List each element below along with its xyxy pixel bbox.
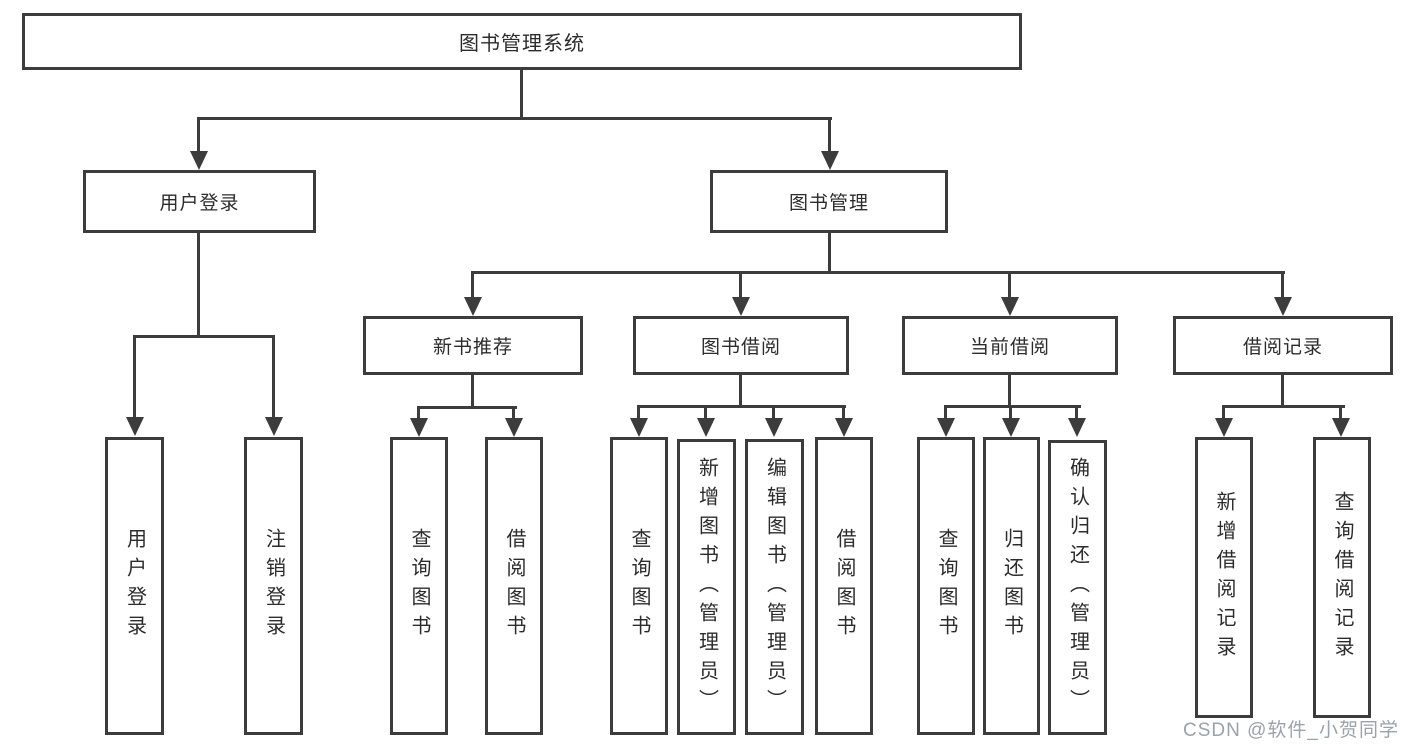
connector-group1-stem: [471, 375, 474, 409]
leaf-return-books: 归还图书: [983, 437, 1040, 735]
arrowhead-down-icon: [937, 418, 955, 437]
leaf-label: 借阅图书: [833, 528, 855, 644]
connector-mgmt-drop: [1008, 271, 1011, 299]
leaf-logout: 注销登录: [244, 437, 303, 735]
arrowhead-down-icon: [732, 297, 750, 316]
connector-group1-drop: [512, 406, 515, 420]
leaf-label: 查询图书: [628, 528, 650, 644]
connector-group4-stem: [1281, 375, 1284, 408]
node-book-management: 图书管理: [710, 170, 948, 233]
arrowhead-down-icon: [464, 297, 482, 316]
leaf-label: 新增图书（管理员）: [695, 456, 718, 718]
connector-root-drop-right: [828, 117, 831, 153]
arrowhead-down-icon: [835, 418, 853, 437]
node-user-login: 用户登录: [83, 170, 316, 233]
arrowhead-down-icon: [1002, 418, 1020, 437]
connector-group4-drop: [1222, 405, 1225, 420]
connector-mgmt-drop: [1281, 271, 1284, 299]
connector-mgmt-stem: [828, 233, 831, 274]
leaf-add-books-admin: 新增图书（管理员）: [677, 439, 736, 735]
connector-root-rail: [197, 117, 832, 120]
node-new-book-recommendation: 新书推荐: [363, 316, 583, 375]
connector-mgmt-rail: [471, 271, 1285, 274]
connector-group2-drop: [637, 405, 640, 420]
connector-group3-drop: [1075, 405, 1078, 420]
arrowhead-down-icon: [765, 418, 783, 437]
connector-root-drop-left: [197, 117, 200, 153]
leaf-label: 借阅图书: [503, 528, 525, 644]
connector-group1-rail: [417, 406, 517, 409]
connector-group3-rail: [944, 405, 1081, 408]
watermark: CSDN @软件_小贺同学: [1183, 720, 1399, 741]
leaf-label: 确认归还（管理员）: [1066, 457, 1089, 718]
connector-group2-drop: [842, 405, 845, 420]
connector-group3-drop: [1009, 405, 1012, 420]
node-borrowing-records: 借阅记录: [1173, 316, 1393, 375]
leaf-label: 查询图书: [408, 528, 430, 644]
connector-group4-drop: [1339, 405, 1342, 420]
leaf-query-borrow-record: 查询借阅记录: [1313, 437, 1371, 718]
connector-group3-stem: [1008, 375, 1011, 408]
arrowhead-down-icon: [190, 151, 208, 170]
connector-login-stem: [197, 233, 200, 338]
leaf-label: 查询借阅记录: [1331, 490, 1353, 665]
connector-group2-stem: [739, 375, 742, 408]
node-current-borrowing: 当前借阅: [902, 316, 1118, 375]
arrowhead-down-icon: [505, 418, 523, 437]
arrowhead-down-icon: [1274, 297, 1292, 316]
leaf-label: 编辑图书（管理员）: [763, 456, 786, 718]
arrowhead-down-icon: [697, 418, 715, 437]
connector-login-drop: [272, 335, 275, 418]
arrowhead-down-icon: [1001, 297, 1019, 316]
arrowhead-down-icon: [821, 151, 839, 170]
connector-root-stem: [520, 70, 523, 119]
leaf-borrow-books-2: 借阅图书: [815, 437, 873, 735]
leaf-label: 用户登录: [123, 528, 146, 644]
arrowhead-down-icon: [1215, 418, 1233, 437]
connector-group1-drop: [417, 406, 420, 420]
connector-login-rail: [133, 335, 275, 338]
connector-mgmt-drop: [739, 271, 742, 299]
leaf-query-books-2: 查询图书: [610, 437, 668, 735]
leaf-borrow-books: 借阅图书: [485, 437, 543, 735]
connector-group2-drop: [772, 405, 775, 420]
leaf-user-login: 用户登录: [105, 437, 164, 735]
connector-group3-drop: [944, 405, 947, 420]
node-library-management-system: 图书管理系统: [22, 13, 1022, 70]
arrowhead-down-icon: [630, 418, 648, 437]
leaf-label: 查询图书: [935, 528, 957, 644]
leaf-edit-books-admin: 编辑图书（管理员）: [745, 439, 804, 735]
connector-login-drop: [133, 335, 136, 418]
leaf-query-books: 查询图书: [390, 437, 448, 735]
arrowhead-down-icon: [265, 417, 283, 436]
leaf-add-borrow-record: 新增借阅记录: [1195, 437, 1253, 718]
arrowhead-down-icon: [410, 418, 428, 437]
leaf-label: 新增借阅记录: [1213, 490, 1235, 665]
connector-group2-drop: [704, 405, 707, 420]
connector-group2-rail: [637, 405, 846, 408]
node-book-borrowing: 图书借阅: [633, 316, 849, 375]
connector-group4-rail: [1222, 405, 1345, 408]
connector-mgmt-drop: [471, 271, 474, 299]
leaf-query-books-3: 查询图书: [917, 437, 975, 735]
leaf-label: 注销登录: [262, 528, 285, 644]
leaf-confirm-return-admin: 确认归还（管理员）: [1048, 440, 1107, 735]
arrowhead-down-icon: [1332, 418, 1350, 437]
arrowhead-down-icon: [1068, 418, 1086, 437]
arrowhead-down-icon: [126, 417, 144, 436]
leaf-label: 归还图书: [1000, 528, 1023, 644]
